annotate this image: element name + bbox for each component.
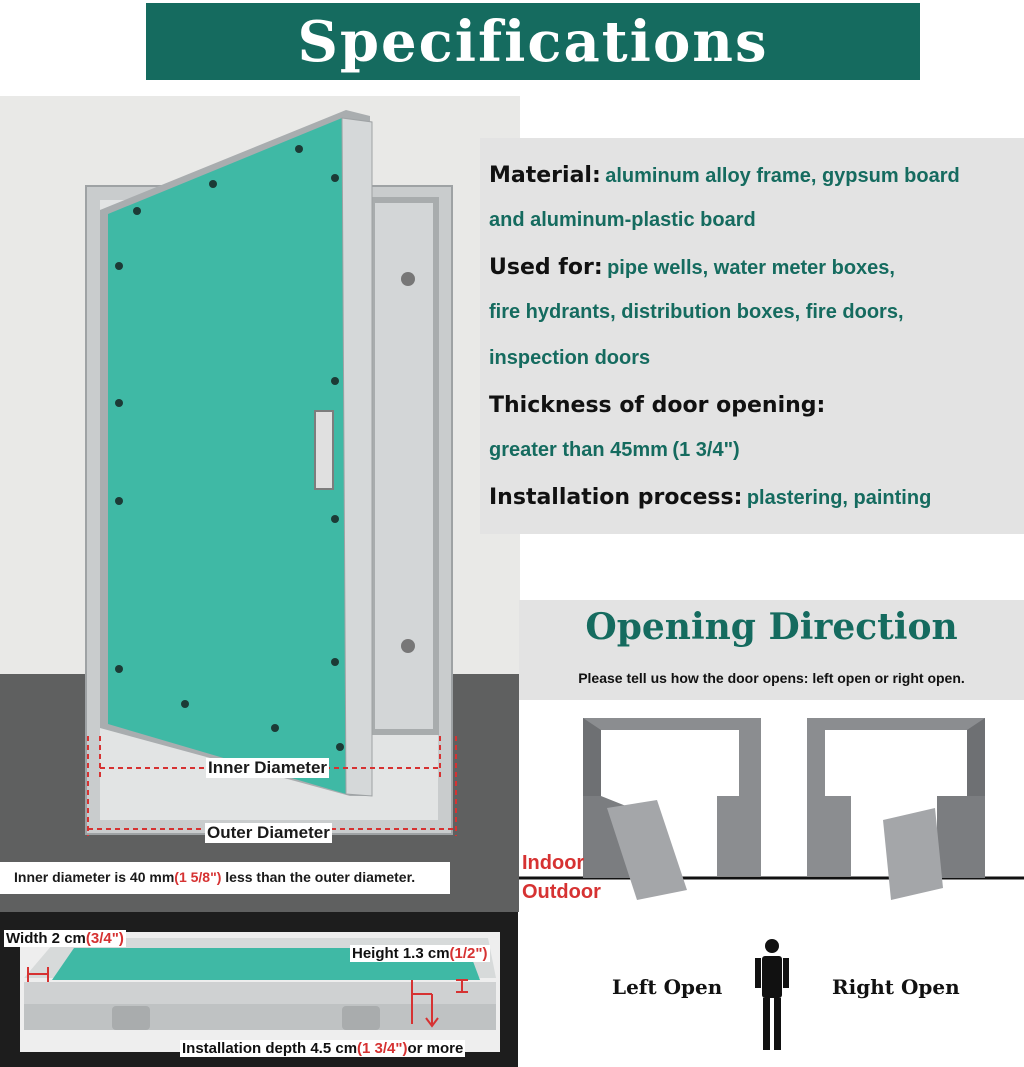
thickness-value-line: greater than 45mm (1 3/4")	[489, 439, 740, 462]
material-line-1: Material: aluminum alloy frame, gypsum b…	[489, 163, 960, 188]
thickness-line: Thickness of door opening:	[489, 393, 825, 418]
depth-highlight: (1 3/4")	[357, 1040, 408, 1057]
banner-title: Specifications	[297, 8, 769, 75]
width-highlight: (3/4")	[85, 930, 124, 947]
note-suffix: less than the outer diameter.	[221, 869, 416, 885]
height-label: Height 1.3 cm(1/2")	[350, 945, 490, 962]
used-for-value-1: pipe wells, water meter boxes,	[607, 257, 895, 279]
note-prefix: Inner diameter is 40 mm	[14, 869, 175, 885]
thickness-highlight: (1 3/4")	[672, 439, 740, 461]
height-text: Height 1.3 cm	[352, 945, 450, 962]
specifications-panel	[480, 138, 1024, 534]
width-text: Width 2 cm	[6, 930, 86, 947]
outer-diameter-label: Outer Diameter	[205, 823, 332, 843]
used-for-line-1: Used for: pipe wells, water meter boxes,	[489, 255, 895, 280]
right-open-label: Right Open	[832, 975, 960, 999]
thickness-value: greater than 45mm	[489, 439, 668, 461]
used-for-key: Used for:	[489, 255, 603, 280]
access-door-illustration	[85, 110, 457, 836]
outdoor-label: Outdoor	[522, 881, 601, 903]
inner-diameter-note-bar	[0, 862, 450, 894]
installation-depth-label: Installation depth 4.5 cm(1 3/4")or more	[180, 1040, 466, 1057]
used-for-line-2: fire hydrants, distribution boxes, fire …	[489, 301, 904, 324]
height-highlight: (1/2")	[449, 945, 488, 962]
depth-text: Installation depth 4.5 cm	[182, 1040, 358, 1057]
thickness-key: Thickness of door opening:	[489, 393, 826, 418]
specifications-banner: Specifications	[146, 3, 920, 80]
material-value-1: aluminum alloy frame, gypsum board	[605, 165, 960, 187]
installation-value: plastering, painting	[746, 487, 932, 509]
used-for-value-2: fire hydrants, distribution boxes, fire …	[489, 301, 904, 323]
depth-suffix: or more	[407, 1040, 464, 1057]
width-label: Width 2 cm(3/4")	[4, 930, 126, 947]
door-opening-diagram	[519, 718, 1024, 1050]
material-value-2: and aluminum-plastic board	[489, 209, 756, 231]
inner-diameter-note: Inner diameter is 40 mm(1 5/8") less tha…	[14, 869, 415, 885]
opening-direction-title: Opening Direction	[585, 606, 958, 648]
material-key: Material:	[489, 163, 601, 188]
opening-direction-subtitle: Please tell us how the door opens: left …	[578, 670, 965, 686]
indoor-label: Indoor	[522, 852, 585, 874]
used-for-line-3: inspection doors	[489, 347, 650, 370]
material-line-2: and aluminum-plastic board	[489, 209, 756, 232]
opening-direction-header	[519, 600, 1024, 700]
note-highlight: (1 5/8")	[174, 869, 222, 885]
installation-line: Installation process: plastering, painti…	[489, 485, 931, 510]
left-open-label: Left Open	[612, 975, 723, 999]
used-for-value-3: inspection doors	[489, 347, 651, 369]
inner-diameter-label: Inner Diameter	[206, 758, 330, 778]
installation-key: Installation process:	[489, 485, 743, 510]
